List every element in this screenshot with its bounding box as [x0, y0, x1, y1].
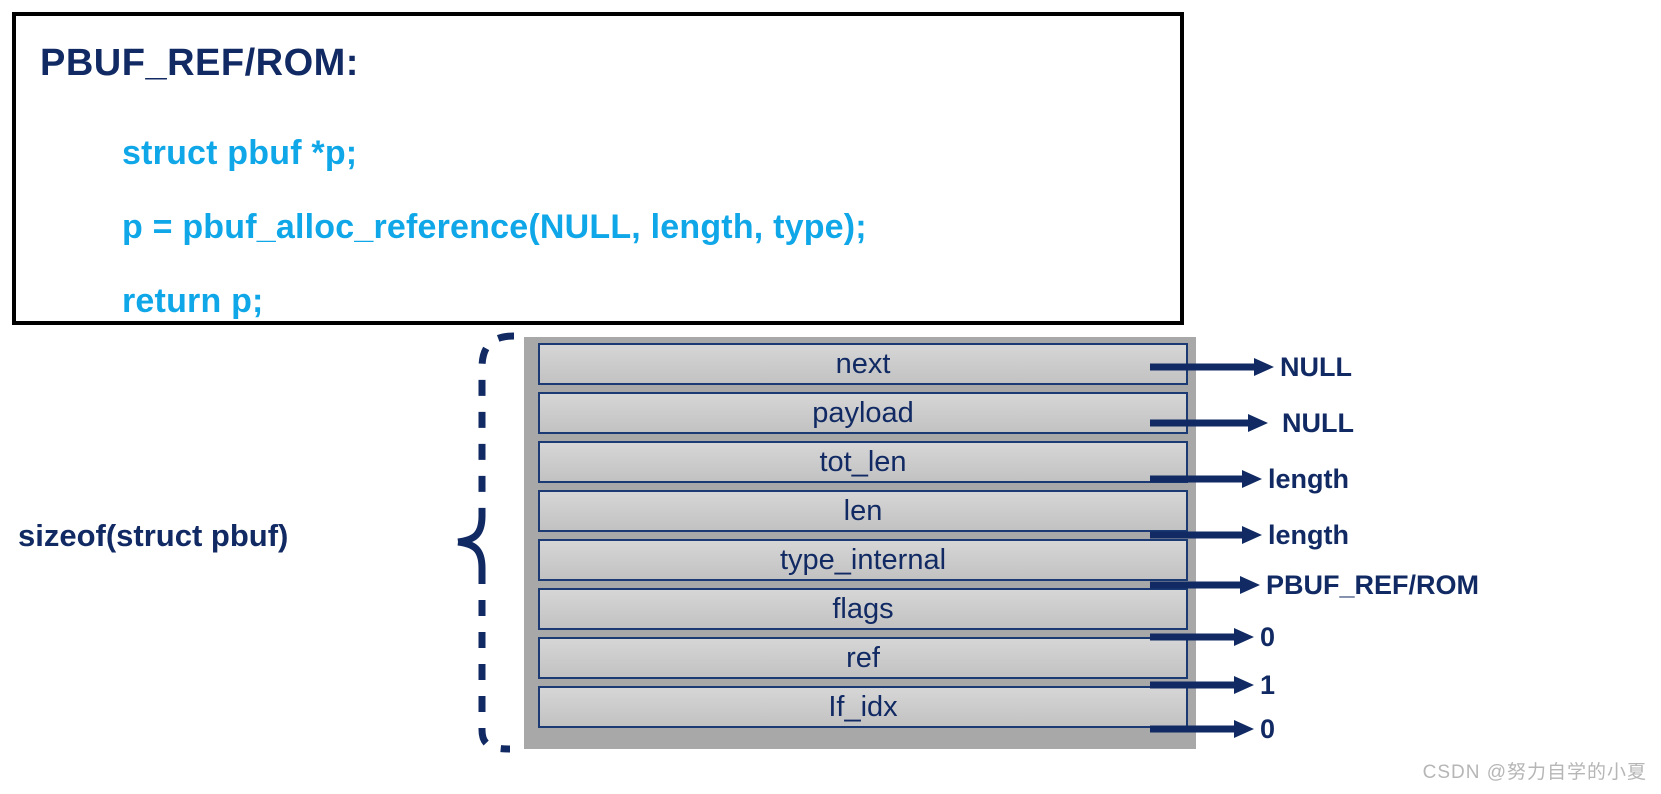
arrow-right-icon [1150, 676, 1254, 694]
annotation-value: length [1268, 463, 1349, 494]
struct-field-row: flags [538, 588, 1188, 630]
code-box-title: PBUF_REF/ROM: [40, 42, 359, 84]
struct-field-name: len [843, 494, 883, 527]
annotation-len: length [1150, 520, 1349, 550]
arrow-right-icon [1150, 720, 1254, 738]
code-line-declaration: struct pbuf *p; [122, 134, 358, 172]
struct-field-name: flags [832, 592, 894, 625]
arrow-right-icon [1150, 414, 1268, 432]
annotation-if-idx: 0 [1150, 714, 1275, 744]
arrow-right-icon [1150, 526, 1262, 544]
annotation-value: PBUF_REF/ROM [1266, 569, 1480, 600]
annotation-value: NULL [1280, 351, 1352, 382]
arrow-right-icon [1150, 358, 1274, 376]
arrow-right-icon [1150, 628, 1254, 646]
struct-field-name: tot_len [819, 445, 907, 478]
struct-field-name: payload [812, 396, 914, 429]
struct-field-name: If_idx [828, 690, 898, 723]
annotation-tot-len: length [1150, 464, 1349, 494]
csdn-watermark: CSDN @努力自学的小夏 [1422, 762, 1647, 783]
struct-field-name: next [835, 347, 891, 380]
annotation-value: 1 [1260, 669, 1276, 700]
struct-field-row: payload [538, 392, 1188, 434]
sizeof-struct-pbuf-label: sizeof(struct pbuf) [18, 518, 289, 553]
struct-field-row: tot_len [538, 441, 1188, 483]
struct-field-row: ref [538, 637, 1188, 679]
dashed-curly-brace-icon [452, 330, 522, 755]
field-value-annotations: NULL NULL length length PBUF_REF/ROM [1150, 330, 1661, 750]
pbuf-struct-box: next payload tot_len len type_internal f… [524, 337, 1196, 749]
annotation-value: NULL [1282, 407, 1354, 438]
annotation-ref: 1 [1150, 670, 1275, 700]
annotation-next: NULL [1150, 352, 1352, 382]
annotation-value: length [1268, 519, 1349, 550]
annotation-type-internal: PBUF_REF/ROM [1150, 570, 1479, 600]
annotation-flags: 0 [1150, 622, 1275, 652]
struct-field-row: type_internal [538, 539, 1188, 581]
arrow-right-icon [1150, 576, 1260, 594]
struct-field-name: type_internal [779, 543, 947, 576]
arrow-right-icon [1150, 470, 1262, 488]
annotation-value: 0 [1260, 713, 1276, 744]
struct-field-row: next [538, 343, 1188, 385]
code-line-alloc-call: p = pbuf_alloc_reference(NULL, length, t… [122, 208, 867, 246]
annotation-payload: NULL [1150, 408, 1354, 438]
annotation-value: 0 [1260, 621, 1276, 652]
struct-field-name: ref [846, 641, 880, 674]
struct-field-row: len [538, 490, 1188, 532]
code-line-return: return p; [122, 282, 264, 320]
struct-field-row: If_idx [538, 686, 1188, 728]
code-box: PBUF_REF/ROM: struct pbuf *p; p = pbuf_a… [12, 12, 1184, 325]
